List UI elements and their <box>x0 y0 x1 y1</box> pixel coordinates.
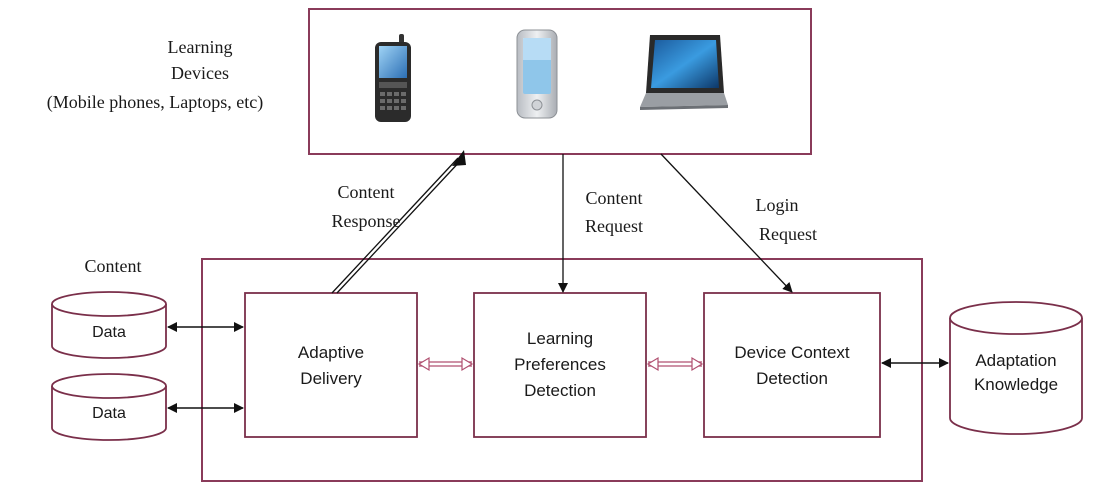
adaptive-delivery-box: Adaptive Delivery <box>244 292 418 438</box>
preferences-context-arrow <box>646 356 704 372</box>
server-frame <box>201 258 923 482</box>
delivery-preferences-arrow <box>417 356 474 372</box>
learning-preferences-box: Learning Preferences Detection <box>473 292 647 438</box>
content-request-line-1: Content <box>586 188 643 208</box>
device-context-line-1: Device Context <box>734 343 850 362</box>
content-response-line-1: Content <box>338 182 395 202</box>
devices-label-line-1: Learning <box>168 37 233 57</box>
adaptation-knowledge-store: Adaptation Knowledge <box>949 301 1083 435</box>
data-store-1: Data <box>51 291 167 359</box>
knowledge-label-line-2: Knowledge <box>974 375 1058 394</box>
learning-preferences-line-2: Preferences <box>514 355 606 374</box>
content-request-label: Content Request <box>585 188 643 236</box>
devices-label: Learning Devices (Mobile phones, Laptops… <box>47 37 263 113</box>
laptop-icon <box>640 35 728 110</box>
content-label: Content <box>85 256 142 276</box>
login-request-line-1: Login <box>756 195 799 215</box>
content-response-line-2: Response <box>332 211 401 231</box>
device-context-box: Device Context Detection <box>703 292 881 438</box>
adaptive-delivery-line-2: Delivery <box>300 369 362 388</box>
content-request-line-2: Request <box>585 216 643 236</box>
login-request-line-2: Request <box>759 224 817 244</box>
data-store-2-label: Data <box>92 405 126 422</box>
content-response-label: Content Response <box>332 182 401 231</box>
devices-label-line-3: (Mobile phones, Laptops, etc) <box>47 92 263 113</box>
learning-preferences-line-1: Learning <box>527 329 593 348</box>
pda-phone-icon <box>375 34 411 122</box>
smartphone-icon <box>516 29 558 119</box>
learning-preferences-line-3: Detection <box>524 381 596 400</box>
data-store-1-label: Data <box>92 324 126 341</box>
device-context-line-2: Detection <box>756 369 828 388</box>
adaptive-delivery-line-1: Adaptive <box>298 343 364 362</box>
login-request-label: Login Request <box>756 195 818 244</box>
knowledge-label-line-1: Adaptation <box>975 351 1056 370</box>
data-store-2: Data <box>51 373 167 441</box>
login-request-arrow <box>660 153 793 293</box>
content-response-arrow <box>331 150 466 294</box>
devices-label-line-2: Devices <box>171 63 229 83</box>
